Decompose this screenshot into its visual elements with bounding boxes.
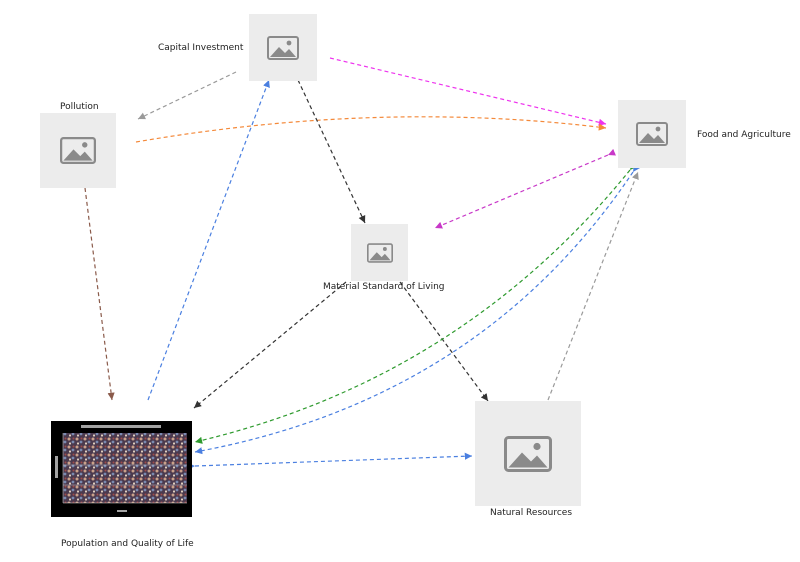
edge-population-to-capital xyxy=(147,79,270,401)
material-standard-label: Material Standard of Living xyxy=(323,282,445,292)
food-agriculture-label: Food and Agriculture xyxy=(697,130,791,140)
pollution-node[interactable] xyxy=(40,113,116,188)
natural-resources-label: Natural Resources xyxy=(490,508,573,518)
capital-investment-node[interactable] xyxy=(249,14,317,81)
natural-resources-node[interactable] xyxy=(475,401,581,506)
edge-food-population-blue xyxy=(194,164,641,455)
edge-material-to-population xyxy=(193,281,347,409)
image-placeholder-icon xyxy=(504,435,552,472)
image-placeholder-icon xyxy=(366,242,393,263)
population-photo[interactable] xyxy=(51,421,192,517)
capital-investment-label: Capital Investment xyxy=(158,43,244,53)
edge-pollution-population xyxy=(80,180,115,401)
material-standard-node[interactable] xyxy=(351,224,408,281)
food-agriculture-node[interactable] xyxy=(618,100,686,168)
image-placeholder-icon xyxy=(267,35,299,60)
edge-resources-to-food xyxy=(547,171,639,401)
edge-capital-to-food xyxy=(329,57,607,126)
crowd-chart-photo xyxy=(51,421,192,517)
edge-capital-to-pollution xyxy=(137,71,237,120)
pollution-label: Pollution xyxy=(60,102,99,112)
population-label: Population and Quality of Life xyxy=(61,539,194,549)
image-placeholder-icon xyxy=(636,122,668,146)
edge-pollution-to-food xyxy=(135,116,607,143)
edge-population-resources xyxy=(187,452,473,470)
image-placeholder-icon xyxy=(60,137,96,164)
edge-material-to-resources xyxy=(399,281,489,402)
edge-capital-material xyxy=(291,71,366,224)
edge-food-material xyxy=(434,148,617,229)
